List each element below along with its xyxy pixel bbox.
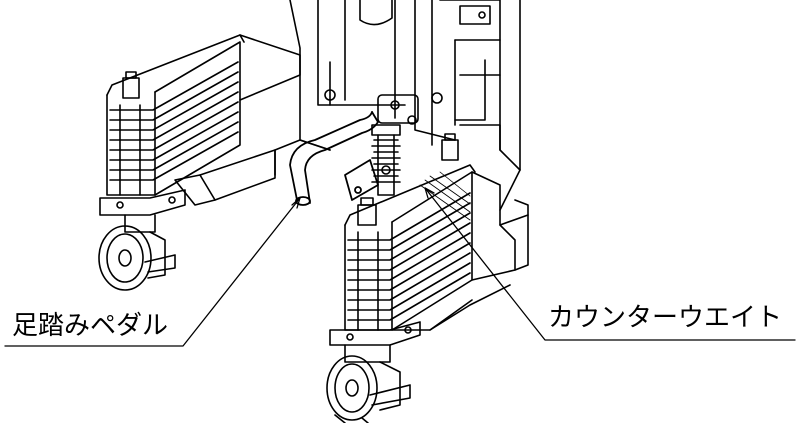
foot-pedal-leader	[5, 198, 300, 346]
callout-leaders	[5, 188, 795, 346]
foot-pedal-label: 足踏みペダル	[12, 311, 169, 341]
counter-weight-leader	[425, 188, 795, 340]
foot-pedal	[290, 112, 378, 205]
spring-shock-assembly	[372, 95, 418, 195]
left-caster-wheel	[99, 190, 185, 290]
right-counterweight	[345, 134, 528, 330]
left-counterweight	[107, 35, 300, 205]
right-caster-wheel	[327, 322, 420, 423]
counter-weight-label: カウンターウエイト	[548, 303, 783, 333]
mast-frame	[275, 0, 520, 210]
